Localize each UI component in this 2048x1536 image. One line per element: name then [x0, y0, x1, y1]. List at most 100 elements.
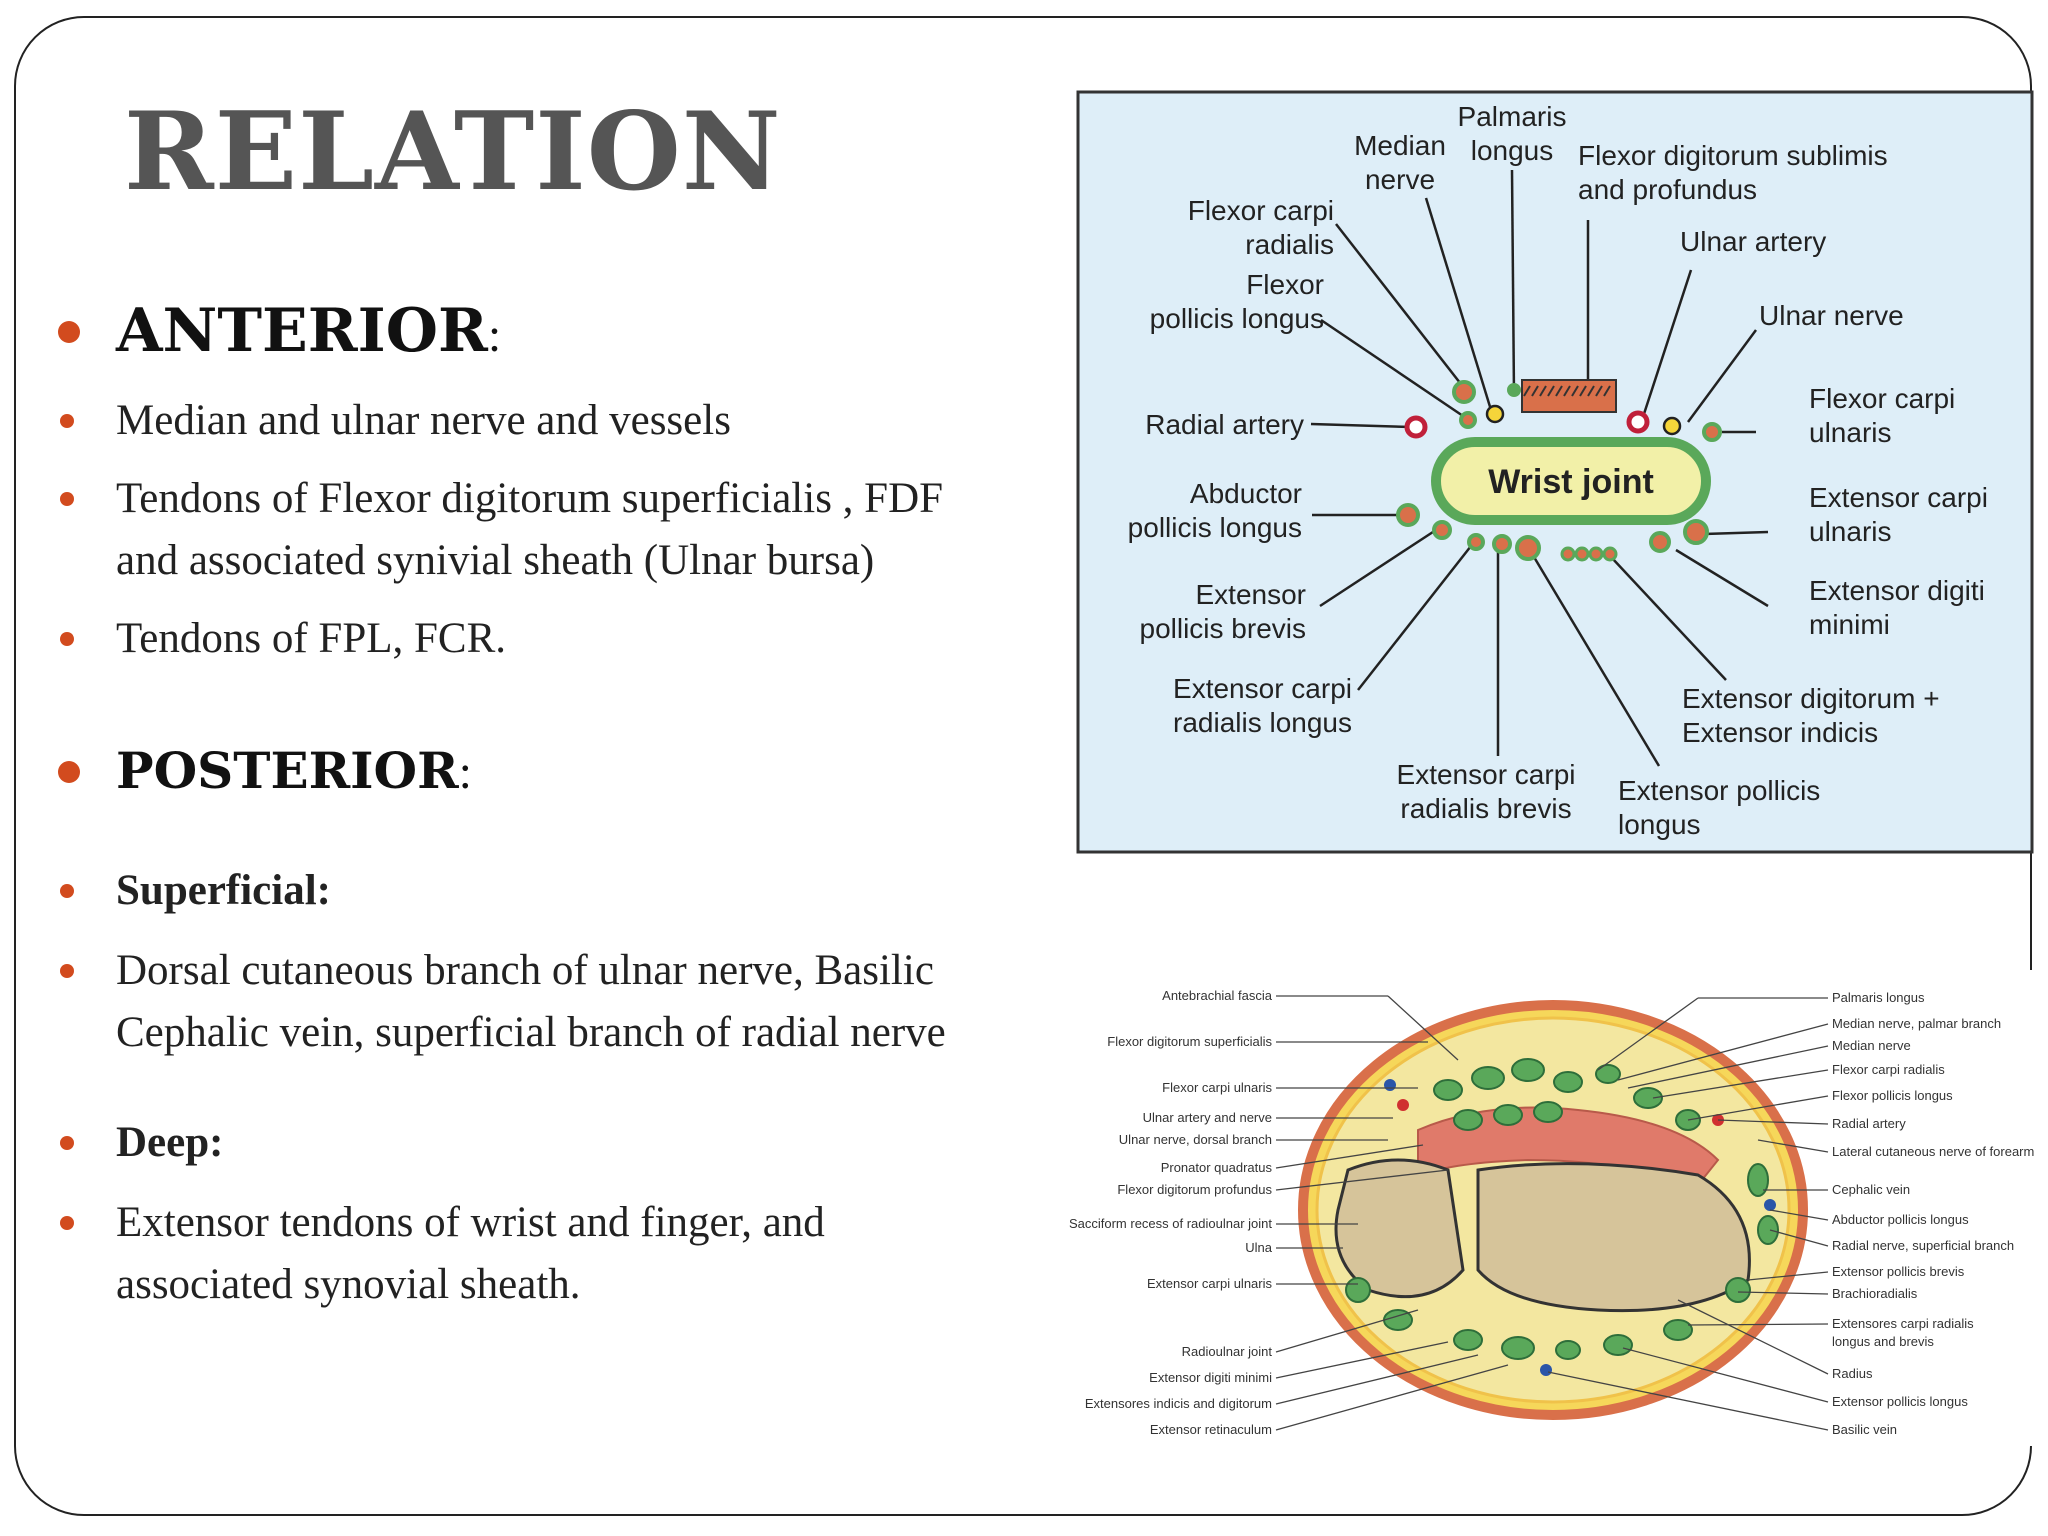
label-epl: longus: [1618, 809, 1701, 840]
label-fds: Flexor digitorum sublimis: [1578, 140, 1888, 171]
section-label: Median nerve, palmar branch: [1832, 1016, 2001, 1031]
label-fpl: pollicis longus: [1150, 303, 1324, 334]
section-right-labels: Palmaris longus Median nerve, palmar bra…: [1832, 990, 2034, 1437]
label-median-nerve: Median: [1354, 130, 1446, 161]
label-palmaris: Palmaris: [1458, 101, 1567, 132]
ulna-bone: [1334, 1158, 1465, 1299]
section-label: Ulnar artery and nerve: [1143, 1110, 1272, 1125]
label-epb: Extensor: [1196, 579, 1307, 610]
bullet-dot: [60, 1216, 74, 1230]
bullet-dot: [60, 492, 74, 506]
section-label: Extensor carpi ulnaris: [1147, 1276, 1272, 1291]
section-label: Radial nerve, superficial branch: [1832, 1238, 2014, 1253]
section-label: Extensores indicis and digitorum: [1085, 1396, 1272, 1411]
list-item-text: associated synovial sheath.: [116, 1261, 581, 1308]
section-label: Ulna: [1245, 1240, 1273, 1255]
bullet-dot: [60, 632, 74, 646]
pronator-quadratus: [1417, 1106, 1720, 1187]
section-label: Flexor pollicis longus: [1832, 1088, 1953, 1103]
section-label: Brachioradialis: [1832, 1286, 1918, 1301]
section-label: Extensor pollicis brevis: [1832, 1264, 1965, 1279]
tendon-sheaths: [1345, 1058, 1779, 1360]
label-palmaris: longus: [1471, 135, 1554, 166]
diagram-labels: Palmaris longus Median nerve Flexor digi…: [1128, 101, 1988, 840]
deep-heading: Deep:: [116, 1119, 224, 1166]
section-label: Flexor digitorum superficialis: [1107, 1034, 1272, 1049]
section-label: Sacciform recess of radioulnar joint: [1069, 1216, 1272, 1231]
section-left-labels: Antebrachial fascia Flexor digitorum sup…: [1069, 988, 1273, 1437]
section-label: Radial artery: [1832, 1116, 1906, 1131]
wrist-joint-capsule: [1431, 437, 1711, 525]
section-label: Radius: [1832, 1366, 1873, 1381]
list-item-text: Extensor tendons of wrist and finger, an…: [116, 1199, 825, 1246]
label-ecrb: radialis brevis: [1400, 793, 1571, 824]
list-item-text: Median and ulnar nerve and vessels: [116, 397, 731, 444]
section-label: Extensor retinaculum: [1150, 1422, 1272, 1437]
label-radial-artery: Radial artery: [1145, 409, 1304, 440]
list-item-text: and associated synivial sheath (Ulnar bu…: [116, 537, 875, 584]
label-fds: and profundus: [1578, 174, 1757, 205]
section-label: Lateral cutaneous nerve of forearm: [1832, 1144, 2034, 1159]
section-label: Flexor carpi radialis: [1832, 1062, 1945, 1077]
bullet-dot: [60, 414, 74, 428]
label-fpl: Flexor: [1246, 269, 1324, 300]
section-label: Basilic vein: [1832, 1422, 1897, 1437]
section-label: Ulnar nerve, dorsal branch: [1119, 1132, 1272, 1147]
wrist-relations-diagram: Wrist joint Palmaris longus Median nerve…: [1076, 90, 2034, 854]
slide-title: RELATION: [124, 89, 782, 215]
section-label: Extensor pollicis longus: [1832, 1394, 1968, 1409]
section-label: Median nerve: [1832, 1038, 1911, 1053]
list-item-text: Tendons of FPL, FCR.: [116, 615, 507, 662]
label-ed: Extensor indicis: [1682, 717, 1878, 748]
section-label: Antebrachial fascia: [1162, 988, 1273, 1003]
bullet-dot: [58, 761, 80, 783]
label-ecrl: Extensor carpi: [1173, 673, 1352, 704]
label-median-nerve: nerve: [1365, 164, 1435, 195]
bullet-dot: [60, 1136, 74, 1150]
label-epl: Extensor pollicis: [1618, 775, 1820, 806]
structure-markers: [1396, 380, 1722, 562]
label-ulnar-artery: Ulnar artery: [1680, 226, 1826, 257]
section-label: Flexor carpi ulnaris: [1162, 1080, 1272, 1095]
section-label: Extensores carpi radialis: [1832, 1316, 1974, 1331]
list-item-text: Dorsal cutaneous branch of ulnar nerve, …: [116, 947, 934, 994]
wrist-cross-section-diagram: Antebrachial fascia Flexor digitorum sup…: [1058, 970, 2048, 1446]
section-label: Abductor pollicis longus: [1832, 1212, 1969, 1227]
label-ecrl: radialis longus: [1173, 707, 1352, 738]
section-label: Extensor digiti minimi: [1149, 1370, 1272, 1385]
label-apl: Abductor: [1190, 478, 1302, 509]
flexor-tendon-block: [1521, 379, 1617, 413]
list-item-text: Tendons of Flexor digitorum superficiali…: [116, 475, 944, 522]
label-edm: Extensor digiti: [1809, 575, 1985, 606]
posterior-heading: POSTERIOR: [116, 741, 459, 800]
label-epb: pollicis brevis: [1140, 613, 1307, 644]
list-item-text: Cephalic vein, superficial branch of rad…: [116, 1009, 946, 1056]
wrist-joint-label: Wrist joint: [1488, 463, 1654, 501]
label-fcu: Flexor carpi: [1809, 383, 1955, 414]
superficial-heading: Superficial:: [116, 867, 331, 914]
bullet-dot: [60, 964, 74, 978]
label-ulnar-nerve: Ulnar nerve: [1759, 300, 1904, 331]
label-ecu: Extensor carpi: [1809, 482, 1988, 513]
label-ecu: ulnaris: [1809, 516, 1891, 547]
label-ecrb: Extensor carpi: [1397, 759, 1576, 790]
leader-lines: [1310, 169, 1769, 767]
section-label: longus and brevis: [1832, 1334, 1934, 1349]
section-label: Palmaris longus: [1832, 990, 1925, 1005]
label-ed: Extensor digitorum +: [1682, 683, 1940, 714]
anterior-heading: ANTERIOR: [116, 296, 488, 366]
label-fcr: Flexor carpi: [1188, 195, 1334, 226]
label-fcr: radialis: [1245, 229, 1334, 260]
tendon-hatching: [1523, 385, 1611, 397]
bullet-dot: [58, 321, 80, 343]
section-leader-lines: [1275, 995, 1829, 1431]
section-label: Radioulnar joint: [1182, 1344, 1273, 1359]
section-label: Cephalic vein: [1832, 1182, 1910, 1197]
label-edm: minimi: [1809, 609, 1890, 640]
label-apl: pollicis longus: [1128, 512, 1302, 543]
section-label: Pronator quadratus: [1161, 1160, 1273, 1175]
radius-bone: [1476, 1162, 1751, 1313]
bullet-dot: [60, 884, 74, 898]
section-label: Flexor digitorum profundus: [1117, 1182, 1272, 1197]
label-fcu: ulnaris: [1809, 417, 1891, 448]
